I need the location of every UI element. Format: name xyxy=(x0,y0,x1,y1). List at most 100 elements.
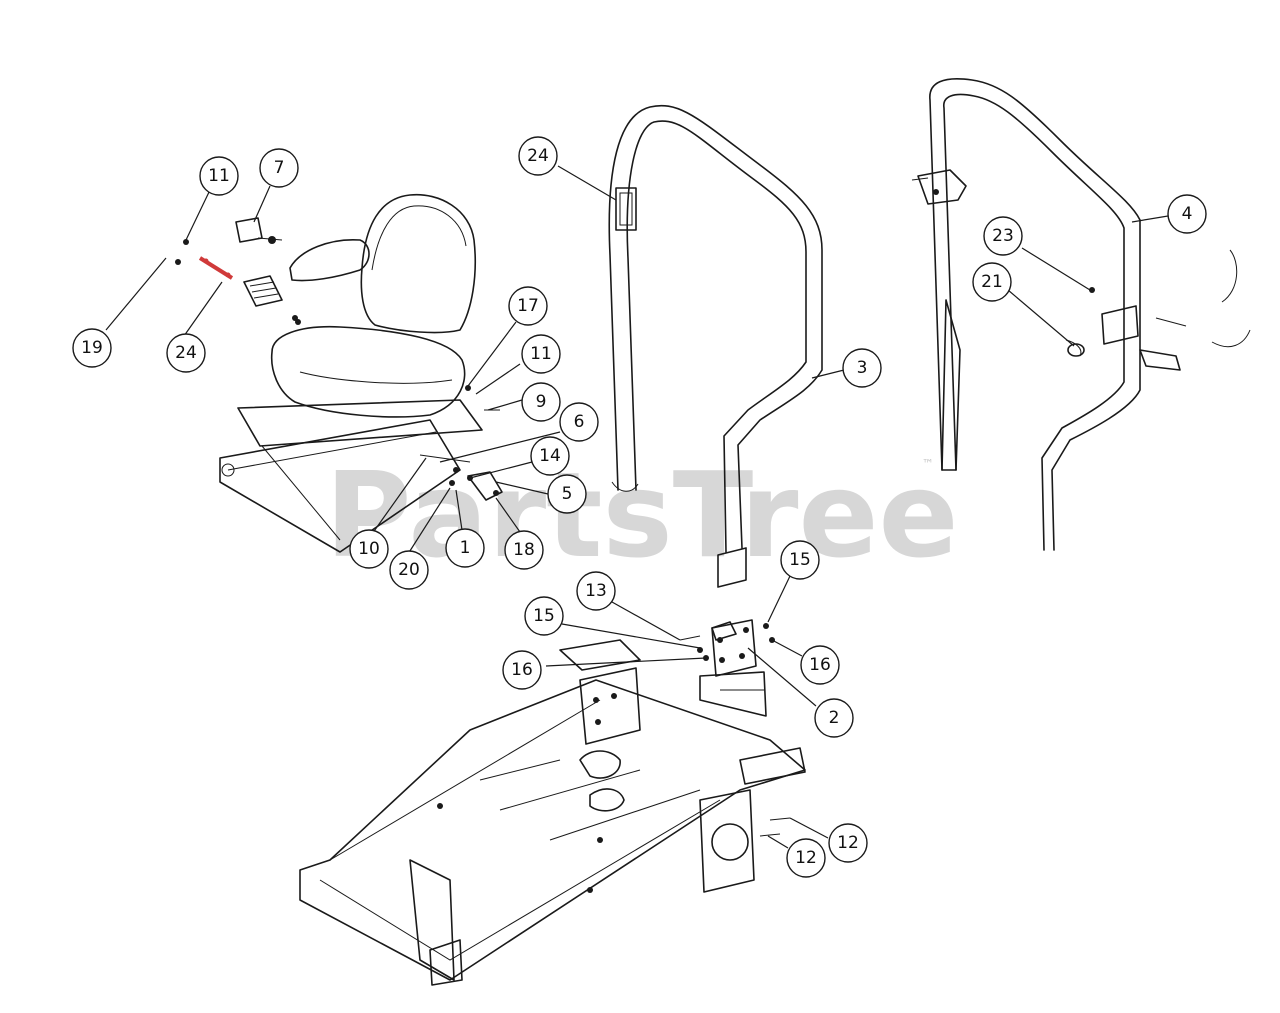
svg-text:7: 7 xyxy=(274,158,285,178)
svg-text:15: 15 xyxy=(533,606,555,626)
svg-text:6: 6 xyxy=(574,412,585,432)
callout-10[interactable]: 10 xyxy=(349,529,389,569)
callout-4[interactable]: 4 xyxy=(1167,194,1207,234)
callout-20[interactable]: 20 xyxy=(389,550,429,590)
seat-nut xyxy=(449,480,455,486)
rear-bolt xyxy=(1155,317,1187,327)
frame-bolt-12 xyxy=(759,833,781,837)
rops-mount-bracket xyxy=(711,619,757,677)
svg-text:9: 9 xyxy=(536,392,547,412)
switch-nut xyxy=(175,259,181,265)
seat-cushion-seam xyxy=(299,371,453,384)
seat-base-box xyxy=(219,419,461,553)
callout-1[interactable]: 1 xyxy=(445,528,485,568)
rops-hoop-front xyxy=(608,104,823,588)
callout-12-right[interactable]: 12 xyxy=(828,823,868,863)
callouts: 1 2 3 4 5 6 7 9 10 11 11 12 12 13 14 15 … xyxy=(72,136,1207,878)
rops-outer-contour xyxy=(608,104,823,549)
seat-cushion xyxy=(270,325,466,418)
highlighted-link-hole xyxy=(203,258,209,264)
callout-23[interactable]: 23 xyxy=(983,216,1023,256)
callout-17[interactable]: 17 xyxy=(508,286,548,326)
svg-text:10: 10 xyxy=(358,539,380,559)
callout-18[interactable]: 18 xyxy=(504,530,544,570)
callout-11-upper[interactable]: 11 xyxy=(199,156,239,196)
bracket-nut xyxy=(763,623,769,629)
bracket-nut xyxy=(697,647,703,653)
frame-cross-member xyxy=(409,859,455,981)
seat-bolster xyxy=(289,239,370,282)
svg-text:5: 5 xyxy=(562,484,573,504)
seat-switch-assembly xyxy=(175,217,301,325)
frame-rops-bracket-left xyxy=(579,667,641,745)
watermark-trademark: ™ xyxy=(922,457,934,471)
frame-nut xyxy=(437,803,443,809)
callout-3[interactable]: 3 xyxy=(842,348,882,388)
callout-11-lower[interactable]: 11 xyxy=(521,334,561,374)
svg-text:2: 2 xyxy=(829,708,840,728)
svg-text:1: 1 xyxy=(460,538,471,558)
callout-24-roll-bar[interactable]: 24 xyxy=(518,136,558,176)
svg-text:16: 16 xyxy=(511,660,533,680)
watermark: PartsTree ™ xyxy=(325,446,959,584)
svg-text:16: 16 xyxy=(809,655,831,675)
callout-16-right[interactable]: 16 xyxy=(800,645,840,685)
watermark-text: PartsTree xyxy=(325,446,959,584)
callout-13[interactable]: 13 xyxy=(576,571,616,611)
rear-hoop-left-leg xyxy=(941,299,961,471)
rear-hoop-inner xyxy=(943,93,1125,551)
left-clamp-bolt xyxy=(911,177,929,181)
seat-base-edges xyxy=(227,431,437,541)
callout-16-left[interactable]: 16 xyxy=(502,650,542,690)
bracket-bolt xyxy=(679,635,701,641)
rops-hoop-rear xyxy=(911,78,1251,551)
callout-19[interactable]: 19 xyxy=(72,328,112,368)
switch-washer xyxy=(295,319,301,325)
seat-back-edge xyxy=(371,205,467,271)
rear-washer xyxy=(1089,287,1095,293)
switch-ribs xyxy=(249,281,279,299)
frame-detail-lines xyxy=(479,759,701,841)
seat-assembly xyxy=(219,193,503,553)
frame-nut xyxy=(587,887,593,893)
callout-14[interactable]: 14 xyxy=(530,436,570,476)
callout-9[interactable]: 9 xyxy=(521,382,561,422)
rear-hoop-left-clamp xyxy=(917,169,967,205)
frame-cutout xyxy=(579,750,621,779)
rear-hairpin xyxy=(1139,349,1181,371)
callout-7[interactable]: 7 xyxy=(259,148,299,188)
frame-side-plate xyxy=(699,789,755,893)
rear-hoop-outer xyxy=(929,78,1141,551)
callout-12-left[interactable]: 12 xyxy=(786,838,826,878)
seat-rod xyxy=(419,454,471,463)
bracket-bolt-hole xyxy=(743,627,749,633)
rops-decal-inner xyxy=(619,192,633,226)
callout-6[interactable]: 6 xyxy=(559,402,599,442)
svg-text:11: 11 xyxy=(208,166,230,186)
frame-axle-hole xyxy=(711,823,749,861)
svg-text:24: 24 xyxy=(175,343,197,363)
callout-5[interactable]: 5 xyxy=(547,474,587,514)
rops-inner-contour xyxy=(626,120,807,553)
svg-text:18: 18 xyxy=(513,540,535,560)
seat-switch-body xyxy=(243,275,283,307)
seat-latch-bracket xyxy=(467,471,503,501)
svg-text:11: 11 xyxy=(530,344,552,364)
seat-nut xyxy=(453,467,459,473)
frame-bolt xyxy=(595,719,601,725)
rear-hoop-right-bracket xyxy=(1101,305,1139,345)
svg-text:12: 12 xyxy=(795,848,817,868)
svg-text:15: 15 xyxy=(789,550,811,570)
rops-tube-end xyxy=(611,481,639,492)
svg-text:13: 13 xyxy=(585,581,607,601)
callout-15-left[interactable]: 15 xyxy=(524,596,564,636)
callout-15-right[interactable]: 15 xyxy=(780,540,820,580)
callout-24-seat[interactable]: 24 xyxy=(166,333,206,373)
callout-2[interactable]: 2 xyxy=(814,698,854,738)
rops-decal xyxy=(615,187,637,231)
frame-bolt xyxy=(593,697,599,703)
callout-21[interactable]: 21 xyxy=(972,262,1012,302)
svg-text:17: 17 xyxy=(517,296,539,316)
